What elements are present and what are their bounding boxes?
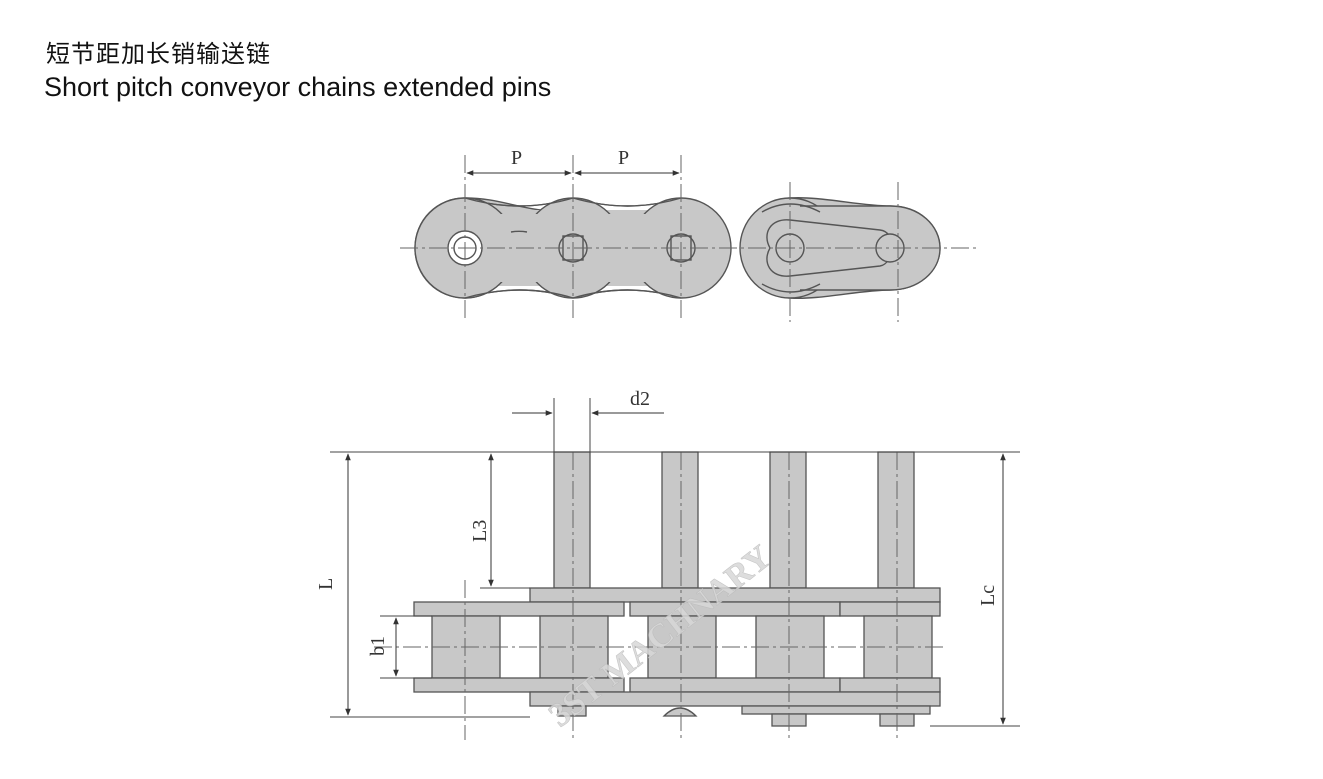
extended-pin-4 — [877, 451, 915, 589]
chain-side-view — [413, 451, 941, 727]
pitch-label-2: P — [618, 147, 629, 169]
L-label: L — [315, 578, 337, 590]
title-english: Short pitch conveyor chains extended pin… — [44, 72, 552, 102]
top-centerlines — [400, 155, 976, 322]
dimension-arrows — [345, 410, 1006, 725]
extended-pin-1 — [553, 451, 591, 589]
b1-label: b1 — [367, 636, 389, 656]
pitch-label-1: P — [511, 147, 522, 169]
extended-pin-2 — [661, 451, 699, 589]
extension-lines — [330, 398, 1020, 727]
L3-label: L3 — [469, 520, 491, 542]
Lc-label: Lc — [977, 585, 999, 606]
side-centerlines — [374, 452, 944, 740]
title-chinese: 短节距加长销输送链 — [46, 40, 271, 68]
d2-label: d2 — [630, 388, 650, 410]
